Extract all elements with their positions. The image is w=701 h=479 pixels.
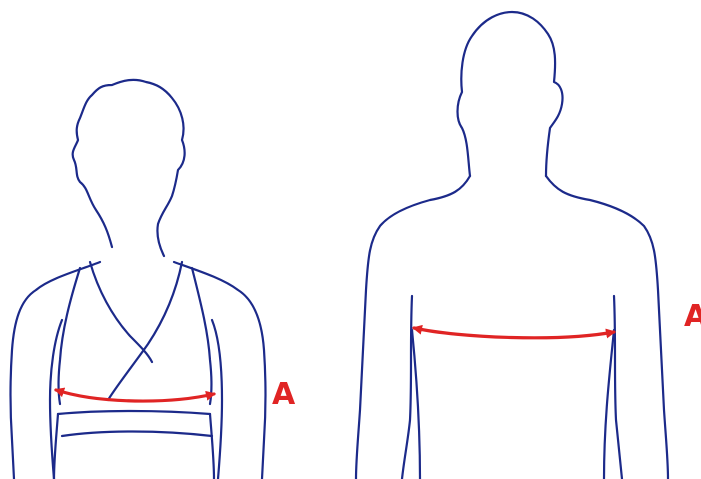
female-band-top	[58, 411, 210, 414]
male-right-body-outline	[546, 176, 668, 479]
female-waist-left	[54, 414, 58, 479]
female-halter-left-outer	[59, 268, 81, 404]
female-halter-left	[90, 262, 152, 362]
female-figure: A	[11, 80, 297, 479]
female-halter-right-outer	[192, 268, 212, 404]
female-waist-right	[210, 414, 214, 479]
female-bust-measure-arrow	[56, 390, 214, 401]
female-measure-label: A	[272, 377, 296, 412]
male-left-torso-line	[412, 330, 420, 479]
male-figure: A	[356, 12, 701, 479]
male-right-arm-inner	[614, 296, 622, 479]
male-right-torso-line	[604, 330, 614, 479]
male-measure-label: A	[684, 299, 701, 334]
female-head-outline	[73, 80, 185, 256]
male-left-arm-inner	[402, 296, 412, 479]
male-chest-measure-arrow	[414, 328, 614, 338]
male-head-outline	[458, 12, 563, 176]
female-halter-right	[108, 262, 182, 400]
female-band-bottom	[62, 432, 212, 437]
